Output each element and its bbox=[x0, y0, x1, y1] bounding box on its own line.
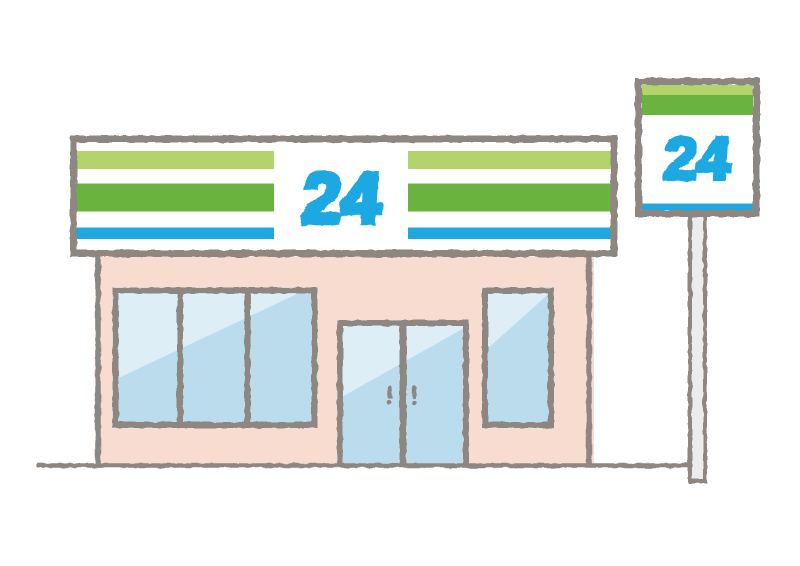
svg-text:24: 24 bbox=[662, 125, 733, 192]
svg-text:24: 24 bbox=[299, 160, 384, 239]
